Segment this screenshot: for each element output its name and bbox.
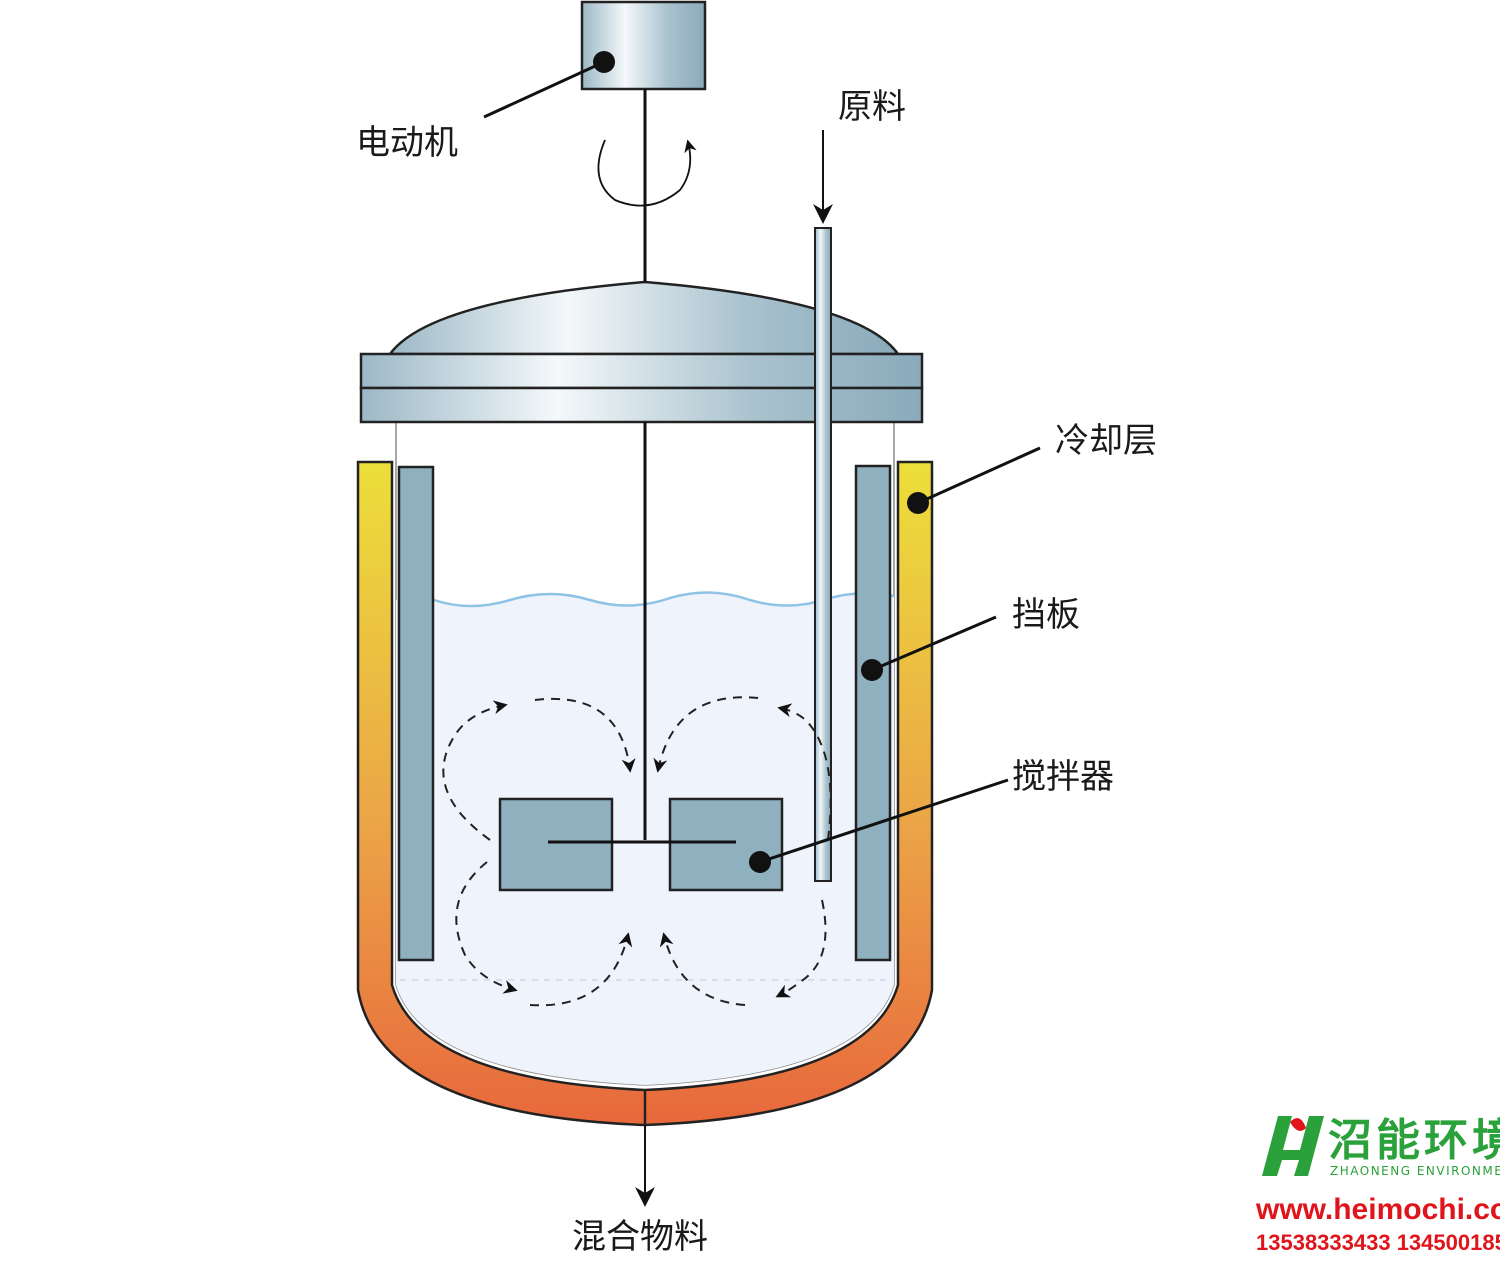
label-feed: 原料	[838, 87, 906, 127]
flow-lower-right-in	[659, 932, 746, 1006]
label-cooling-jacket: 冷却层	[1055, 421, 1157, 461]
motor-leader	[483, 60, 605, 119]
feed-pipe	[814, 227, 832, 882]
brand-url: www.heimochi.com	[1255, 1193, 1500, 1226]
brand-name-cn: 沼能环境	[1328, 1115, 1500, 1166]
label-baffle: 挡板	[1012, 595, 1080, 635]
label-motor: 电动机	[356, 123, 458, 163]
flow-upper-right-out	[777, 703, 832, 841]
flow-upper-left-out	[442, 700, 508, 841]
agitator-blade-right	[668, 797, 784, 892]
baffle-right	[854, 464, 892, 962]
brand-phones: 13538333433 13450018572	[1256, 1230, 1500, 1255]
rotation-arrow	[597, 139, 697, 207]
flow-upper-right-in	[653, 696, 759, 773]
cooling-leader	[917, 446, 1041, 505]
agitator-dot	[749, 851, 771, 873]
baffle-dot	[861, 659, 883, 681]
motor-box	[580, 0, 707, 91]
flow-lower-left-out	[455, 861, 518, 994]
flow-upper-left-in	[534, 697, 636, 773]
baffle-left	[397, 465, 435, 962]
vessel-dome	[387, 280, 901, 356]
agitator-blade-left	[498, 797, 614, 892]
flange-lower	[359, 386, 924, 424]
brand-logo-icon	[1262, 1116, 1324, 1176]
agitator-leader	[759, 778, 1009, 864]
cooling-jacket	[356, 460, 934, 1127]
label-outlet: 混合物料	[572, 1217, 708, 1257]
motor-dot	[593, 51, 615, 73]
cooling-dot	[907, 492, 929, 514]
flow-lower-left-in	[529, 932, 633, 1007]
flange-upper	[359, 352, 924, 390]
brand-name-en: ZHAONENG ENVIRONMENTAL	[1330, 1164, 1500, 1178]
label-agitator: 搅拌器	[1012, 757, 1114, 797]
baffle-leader	[871, 615, 997, 672]
